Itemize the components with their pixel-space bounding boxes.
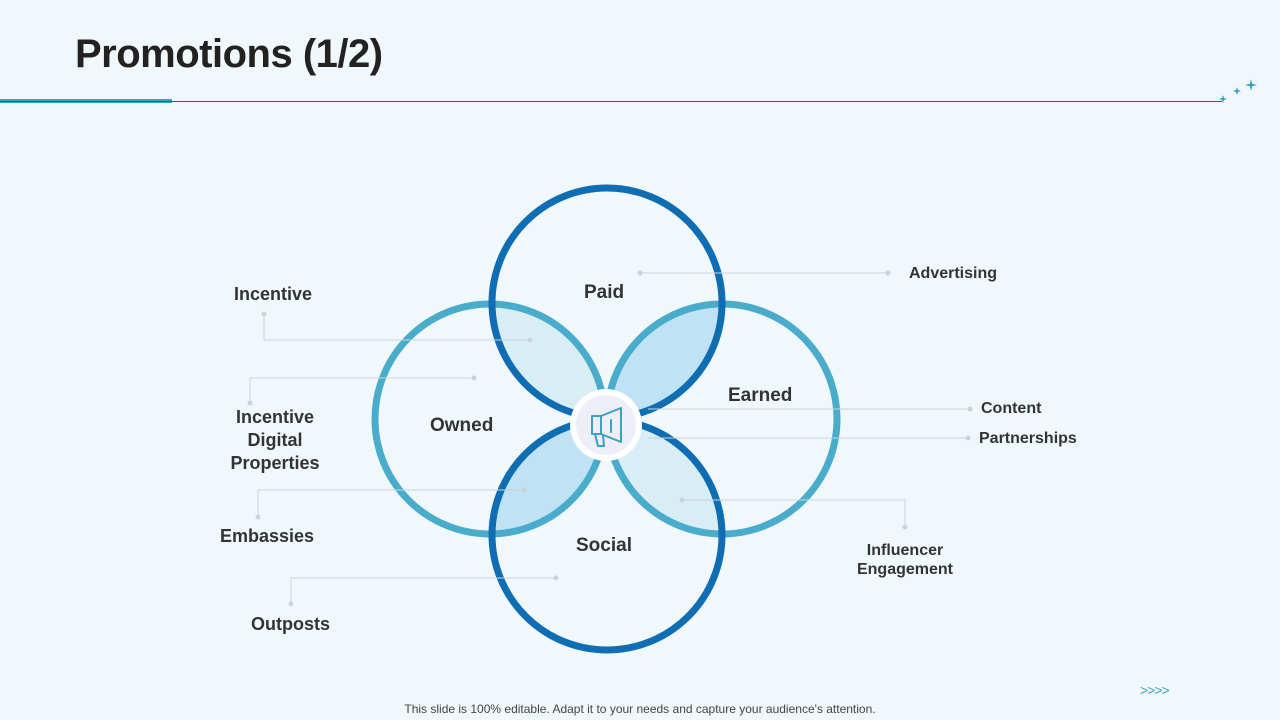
callout-outposts: Outposts	[251, 614, 330, 634]
callout-partnerships: Partnerships	[979, 430, 1077, 447]
connector-influencer	[682, 499, 906, 527]
title-divider	[0, 101, 1222, 102]
lens-paid-owned	[492, 304, 605, 418]
circle-label-paid: Paid	[584, 282, 625, 303]
connector-incentive	[263, 314, 530, 341]
circle-label-social: Social	[576, 535, 632, 556]
sparkle-icon	[1219, 79, 1257, 103]
callout-incentive-digital-properties: Incentive Digital Properties	[230, 407, 320, 473]
next-arrows-icon[interactable]: >>>>	[1140, 682, 1170, 698]
circle-label-owned: Owned	[430, 415, 494, 436]
connector-outposts	[290, 577, 556, 604]
page-title: Promotions (1/2)	[75, 32, 383, 76]
lens-social-earned	[607, 420, 722, 534]
connector-incentive-digital	[249, 377, 474, 403]
megaphone-icon	[591, 407, 622, 447]
callout-embassies: Embassies	[220, 526, 315, 546]
callout-advertising: Advertising	[909, 265, 998, 282]
footer-note: This slide is 100% editable. Adapt it to…	[404, 702, 876, 716]
callout-content: Content	[981, 400, 1042, 417]
circle-label-earned: Earned	[728, 385, 793, 406]
lens-social-owned	[492, 420, 605, 534]
lens-paid-earned	[607, 304, 722, 418]
callout-influencer-engagement: Influencer Engagement	[856, 542, 953, 578]
connector-embassies	[257, 489, 524, 517]
callout-incentive: Incentive	[234, 284, 313, 304]
